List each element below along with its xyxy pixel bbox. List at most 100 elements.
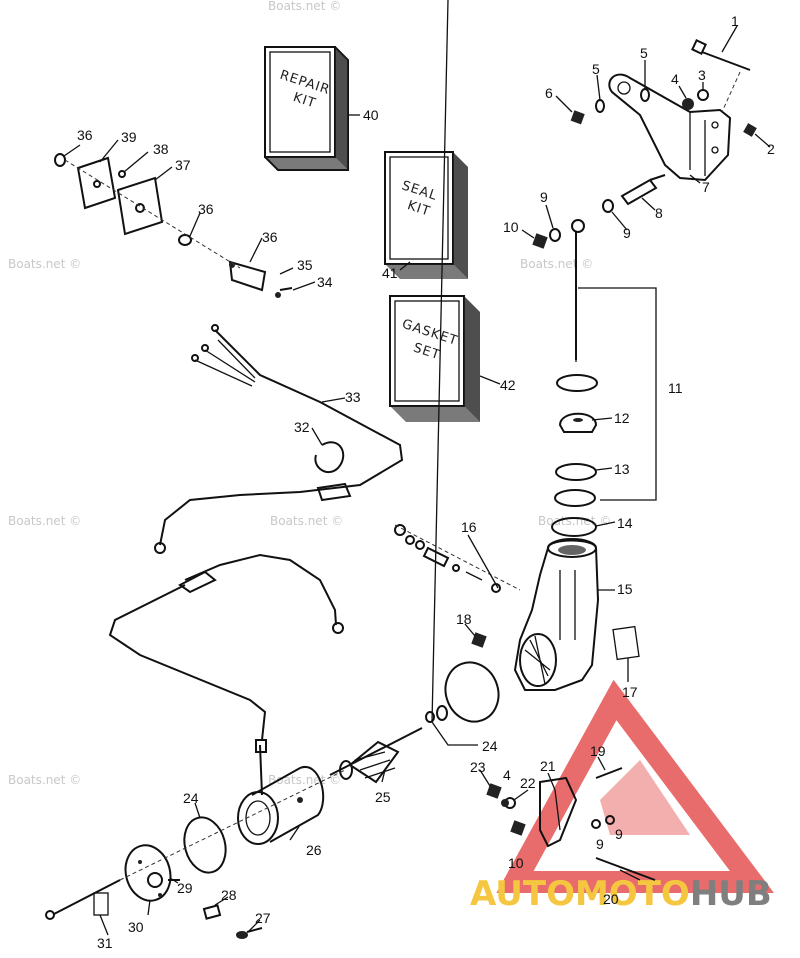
through-bolt-31 [45, 879, 121, 920]
wiring-harness-33 [154, 324, 404, 554]
callout-31: 31 [97, 935, 113, 951]
watermark: Boats.net © [520, 257, 593, 271]
callout-4: 4 [671, 71, 679, 87]
automotohub-logo: AUTOMOTOHUB [470, 679, 775, 914]
callout-36c: 36 [262, 229, 278, 245]
callout-9d: 9 [615, 826, 623, 842]
callout-27: 27 [255, 910, 271, 926]
callout-4b: 4 [503, 767, 511, 783]
pump-housing-15 [513, 538, 600, 691]
callout-14: 14 [617, 515, 633, 531]
shaft-assembly-11 [551, 219, 598, 537]
callout-17: 17 [622, 684, 638, 700]
end-cap-30 [124, 844, 172, 902]
callout-19: 19 [590, 743, 606, 759]
callout-8: 8 [655, 205, 663, 221]
mounting-bracket [608, 73, 732, 182]
callout-40: 40 [363, 107, 379, 123]
washer-4b [501, 799, 509, 807]
callout-2: 2 [767, 141, 775, 157]
callout-6: 6 [545, 85, 553, 101]
callout-37: 37 [175, 157, 191, 173]
seal-kit-label-line1: SEAL [400, 178, 439, 204]
bracket-leader-11 [578, 287, 657, 501]
callout-11: 11 [668, 380, 683, 396]
washer-9 [602, 199, 614, 213]
washer-9d [605, 815, 615, 825]
callout-39: 39 [121, 129, 137, 145]
callout-24b: 24 [183, 790, 199, 806]
nut-23 [486, 783, 502, 799]
watermark: Boats.net © [8, 257, 81, 271]
callout-32: 32 [294, 419, 310, 435]
watermark: Boats.net © [538, 514, 611, 528]
callout-21: 21 [540, 758, 556, 774]
callout-9c: 9 [596, 836, 604, 852]
watermarks: Boats.net © Boats.net © Boats.net © Boat… [8, 0, 611, 787]
bolt-1 [691, 39, 751, 71]
callout-28: 28 [221, 887, 237, 903]
watermark: Boats.net © [270, 514, 343, 528]
washer-9b [549, 228, 561, 242]
logo-text-automoto: AUTOMOTO [470, 874, 690, 914]
bolt-19 [595, 767, 623, 779]
mount-bracket-21 [539, 776, 578, 848]
callout-36a: 36 [77, 127, 93, 143]
callout-5b: 5 [592, 61, 600, 77]
pivot-pin-8 [620, 174, 666, 206]
clamp-32 [314, 441, 345, 474]
callout-12: 12 [614, 410, 630, 426]
callout-22: 22 [520, 775, 536, 791]
seal-kit-label-line2: KIT [405, 198, 432, 219]
callout-30: 30 [128, 919, 144, 935]
callout-24a: 24 [482, 738, 498, 754]
callout-33: 33 [345, 389, 361, 405]
logo-triangle [496, 679, 775, 893]
plug-18 [471, 632, 487, 648]
nut-10b [510, 820, 526, 836]
callout-18: 18 [456, 611, 472, 627]
nut-2 [743, 123, 757, 137]
callout-10b: 10 [508, 855, 524, 871]
callout-15: 15 [617, 581, 633, 597]
washer-3 [697, 89, 709, 101]
gasket-24a [444, 661, 500, 723]
decal-17 [612, 625, 640, 661]
repair-kit-box: REPAIR KIT [264, 46, 349, 171]
callout-29: 29 [177, 880, 193, 896]
washer-9c [591, 819, 601, 829]
seal-kit-box: SEAL KIT [384, 151, 468, 279]
callout-20: 20 [603, 891, 619, 907]
callout-38: 38 [153, 141, 169, 157]
screw-27 [236, 927, 263, 939]
watermark: Boats.net © [8, 514, 81, 528]
motor-frame-26 [237, 739, 325, 845]
logo-inner-shape [600, 760, 690, 835]
washer-upper [436, 705, 448, 721]
nut-10 [532, 233, 548, 249]
callout-9a: 9 [623, 225, 631, 241]
gasket-set-label-line2: SET [411, 341, 442, 364]
bolt-20 [595, 857, 656, 881]
callout-36b: 36 [198, 201, 214, 217]
callout-35: 35 [297, 257, 313, 273]
callout-1: 1 [731, 13, 739, 29]
washer-5a [640, 88, 650, 102]
callout-25: 25 [375, 789, 391, 805]
washer-5b [595, 99, 605, 113]
brush-28 [202, 904, 222, 920]
callout-26: 26 [306, 842, 322, 858]
nut-6 [570, 110, 585, 125]
watermark: Boats.net © [8, 773, 81, 787]
gasket-set-box: GASKET SET [389, 295, 480, 422]
valve-parts-16 [394, 524, 501, 593]
leader-lines [63, 0, 771, 936]
repair-kit-label-line2: KIT [291, 90, 318, 111]
callout-labels: 1 2 3 4 5 5 6 7 8 9 9 10 11 12 13 14 15 … [77, 13, 775, 951]
callout-5a: 5 [640, 45, 648, 61]
armature-25 [329, 727, 423, 784]
logo-text: AUTOMOTOHUB [470, 874, 772, 914]
gasket-24b [183, 816, 227, 874]
